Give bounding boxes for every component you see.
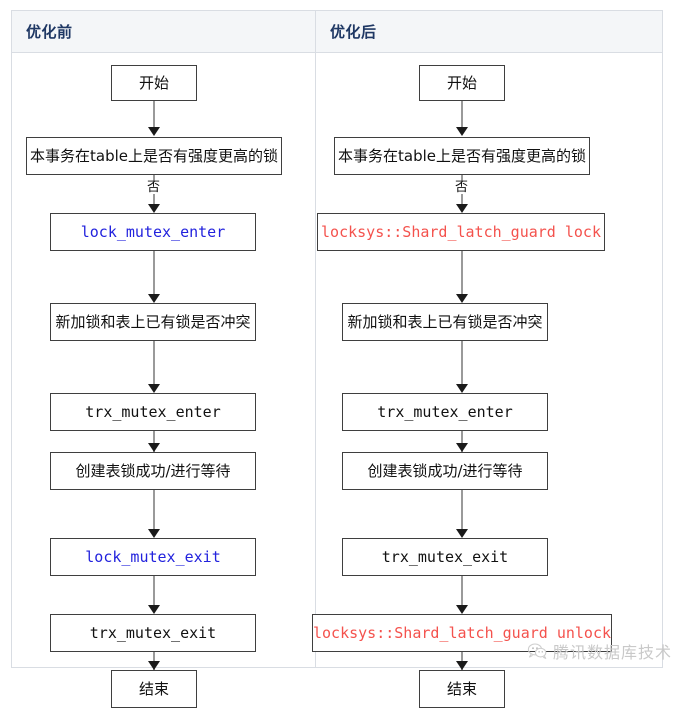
connector-shardlock-to-conflict [461,251,463,297]
node-lock-mutex-exit: lock_mutex_exit [50,538,256,576]
node-trx-mutex-enter: trx_mutex_enter [50,393,256,431]
node-shard-latch-guard-unlock: locksys::Shard_latch_guard unlock [312,614,612,652]
node-trx-mutex-exit: trx_mutex_exit [342,538,548,576]
node-lock-mutex-enter: lock_mutex_enter [50,213,256,251]
arrowhead-trxenter-to-createwait [148,443,160,452]
column-header-before: 优化前 [12,11,316,52]
node-start: 开始 [419,65,505,101]
arrowhead-trxexit-to-end [148,661,160,670]
arrowhead-conflict-to-trxenter [148,384,160,393]
flowchart-after: 开始 本事务在table上是否有强度更高的锁 否 locksys::Shard_… [312,53,662,708]
connector-trxenter-to-createwait [153,431,155,453]
connector-start-to-check [153,101,155,130]
arrowhead-lockenter-to-conflict [148,294,160,303]
arrowhead-createwait-to-lockexit [148,529,160,538]
arrowhead-createwait-to-trxexit [456,529,468,538]
arrowhead-start-to-check [456,127,468,136]
table-header-row: 优化前 优化后 [12,11,662,53]
connector-createwait-to-lockexit [153,490,155,532]
connector-lockexit-to-trxexit [153,576,155,608]
node-trx-mutex-enter: trx_mutex_enter [342,393,548,431]
arrowhead-check-to-lockenter [148,204,160,213]
arrowhead-trxexit-to-shardunlock [456,605,468,614]
node-create-or-wait: 创建表锁成功/进行等待 [50,452,256,490]
arrowhead-shardlock-to-conflict [456,294,468,303]
node-check-higher-lock: 本事务在table上是否有强度更高的锁 [26,137,282,175]
node-check-higher-lock: 本事务在table上是否有强度更高的锁 [334,137,590,175]
connector-start-to-check [461,101,463,130]
column-header-after: 优化后 [330,24,377,41]
connector-lockenter-to-conflict [153,251,155,297]
node-lock-conflict: 新加锁和表上已有锁是否冲突 [342,303,548,341]
arrowhead-shardunlock-to-end [456,661,468,670]
node-trx-mutex-exit: trx_mutex_exit [50,614,256,652]
connector-conflict-to-trxenter [461,341,463,387]
comparison-table: 优化前 优化后 开始 本事务在table上是否有强度更高的锁 否 lock_mu… [11,10,663,708]
arrowhead-conflict-to-trxenter [456,384,468,393]
connector-trxenter-to-createwait [461,431,463,453]
table-body-row: 开始 本事务在table上是否有强度更高的锁 否 lock_mutex_ente… [12,53,662,708]
flowchart-before: 开始 本事务在table上是否有强度更高的锁 否 lock_mutex_ente… [12,53,316,708]
connector-trxexit-to-shardunlock [461,576,463,608]
arrowhead-start-to-check [148,127,160,136]
node-lock-conflict: 新加锁和表上已有锁是否冲突 [50,303,256,341]
edge-label-no: 否 [454,180,470,195]
edge-label-no: 否 [146,180,162,195]
arrowhead-check-to-shardlock [456,204,468,213]
arrowhead-lockexit-to-trxexit [148,605,160,614]
node-shard-latch-guard-lock: locksys::Shard_latch_guard lock [317,213,605,251]
connector-createwait-to-trxexit [461,490,463,532]
node-create-or-wait: 创建表锁成功/进行等待 [342,452,548,490]
node-end: 结束 [111,670,197,708]
node-end: 结束 [419,670,505,708]
arrowhead-trxenter-to-createwait [456,443,468,452]
node-start: 开始 [111,65,197,101]
connector-conflict-to-trxenter [153,341,155,387]
